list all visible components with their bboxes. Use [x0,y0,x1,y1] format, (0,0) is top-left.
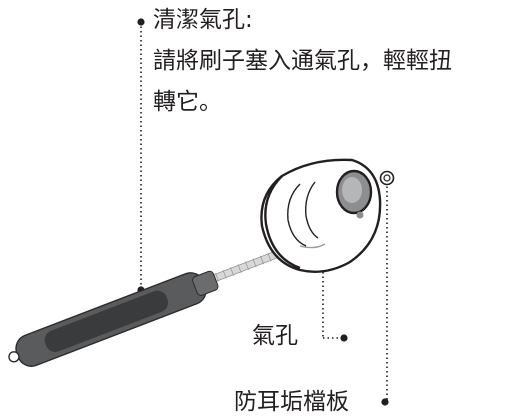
wax-guard-label: 防耳垢檔板 [234,389,349,415]
cleaning-title: 清潔氣孔: [153,7,253,33]
dome-inner-ridge-2 [305,181,319,239]
hearing-aid-dome-icon [260,158,382,273]
cleaning-brush-icon [8,244,294,367]
cleaning-dot-top [137,18,145,26]
leader-lines [140,22,388,402]
vent-label: 氣孔 [252,323,298,349]
dome-inner-ridge [287,183,307,247]
brush-grip [44,290,169,352]
brush-collar [192,270,219,296]
wax-guard-dot-label [381,398,389,406]
brush-end-loop [8,351,20,363]
dome-rim [264,175,301,270]
vent-hole [356,211,364,219]
wax-guard-icon [379,170,395,186]
vent-dot-label [340,334,348,342]
cleaning-instruction-line2: 轉它。 [153,89,222,115]
cleaning-instruction-line1: 請將刷子塞入通氣孔，輕輕扭 [153,48,452,74]
